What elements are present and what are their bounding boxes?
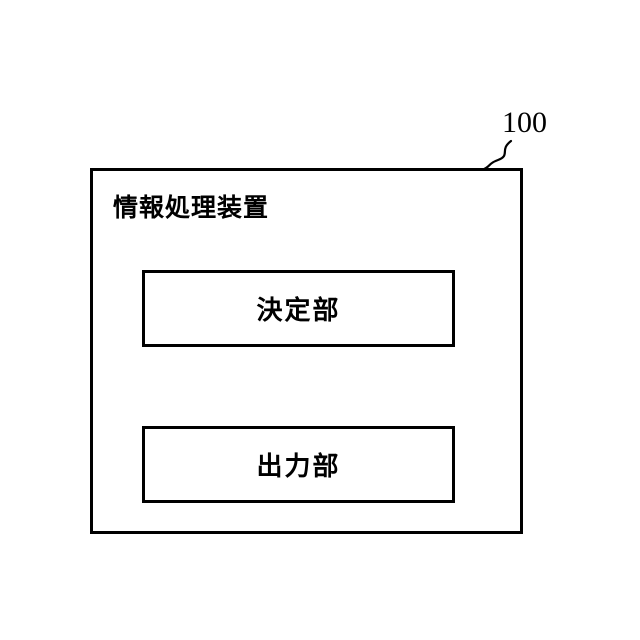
output-unit-label: 出力部 bbox=[256, 451, 341, 481]
leader-line-100 bbox=[480, 139, 513, 172]
information-processing-device-title: 情報処理装置 bbox=[113, 194, 270, 222]
decision-unit-box: 決定部 bbox=[142, 270, 455, 347]
decision-unit-label: 決定部 bbox=[256, 295, 341, 325]
reference-label-100: 100 bbox=[502, 106, 547, 139]
output-unit-box: 出力部 bbox=[142, 426, 455, 503]
